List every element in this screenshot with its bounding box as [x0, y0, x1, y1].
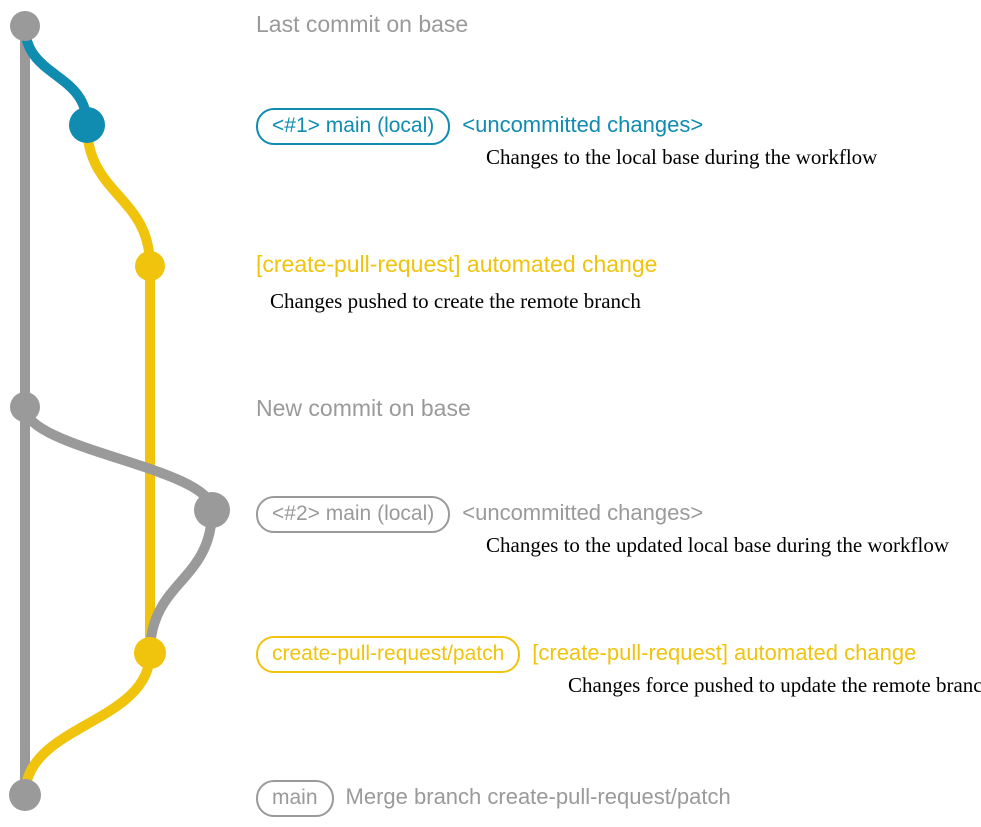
ref-pill-main[interactable]: main	[256, 780, 334, 818]
ref-pill-label: <#1> main (local)	[256, 108, 451, 146]
commit-description: Changes pushed to create the remote bran…	[270, 289, 641, 313]
ref-pill-create-pull-request-patch[interactable]: create-pull-request/patch	[256, 636, 521, 674]
commit-description: Changes to the local base during the wor…	[486, 145, 878, 169]
edge-remote2-to-merge	[20, 648, 155, 800]
ref-pill-main-local-2[interactable]: <#2> main (local)	[256, 496, 451, 534]
node-base-head[interactable]	[10, 11, 40, 41]
entry-local-change-1: <#1> main (local) <uncommitted changes>	[256, 108, 704, 146]
node-base-new[interactable]	[10, 392, 40, 422]
entry-local-change-2: <#2> main (local) <uncommitted changes>	[256, 496, 704, 534]
commit-subject: [create-pull-request] automated change	[532, 640, 917, 665]
entry-new-commit-on-base: New commit on base	[256, 396, 471, 420]
node-remote-1[interactable]	[135, 251, 165, 281]
commit-subject: <uncommitted changes>	[462, 112, 704, 137]
node-local-2[interactable]	[194, 492, 230, 528]
edge-local1-to-remote1	[82, 120, 155, 271]
commit-description: Changes to the updated local base during…	[486, 533, 950, 557]
commit-description: Changes force pushed to update the remot…	[568, 673, 981, 697]
node-local-1[interactable]	[69, 107, 105, 143]
commit-subject: Last commit on base	[256, 11, 469, 37]
edge-basenew-to-local2	[20, 402, 217, 515]
entry-automated-change-1: [create-pull-request] automated change	[256, 252, 657, 276]
ref-pill-label: <#2> main (local)	[256, 496, 451, 534]
ref-pill-main-local-1[interactable]: <#1> main (local)	[256, 108, 451, 146]
entry-merge-commit: main Merge branch create-pull-request/pa…	[256, 780, 731, 818]
entry-last-commit-on-base: Last commit on base	[256, 12, 468, 36]
node-merge-commit[interactable]	[9, 779, 41, 811]
ref-pill-label: create-pull-request/patch	[256, 636, 521, 674]
ref-pill-label: main	[256, 780, 334, 818]
commit-subject: [create-pull-request] automated change	[256, 251, 658, 277]
commit-subject: New commit on base	[256, 395, 471, 421]
node-remote-2[interactable]	[134, 637, 166, 669]
commit-subject: <uncommitted changes>	[462, 500, 704, 525]
entry-automated-change-2: create-pull-request/patch [create-pull-r…	[256, 636, 917, 674]
edge-local2-to-remote2	[145, 505, 217, 658]
commit-subject: Merge branch create-pull-request/patch	[345, 784, 731, 809]
